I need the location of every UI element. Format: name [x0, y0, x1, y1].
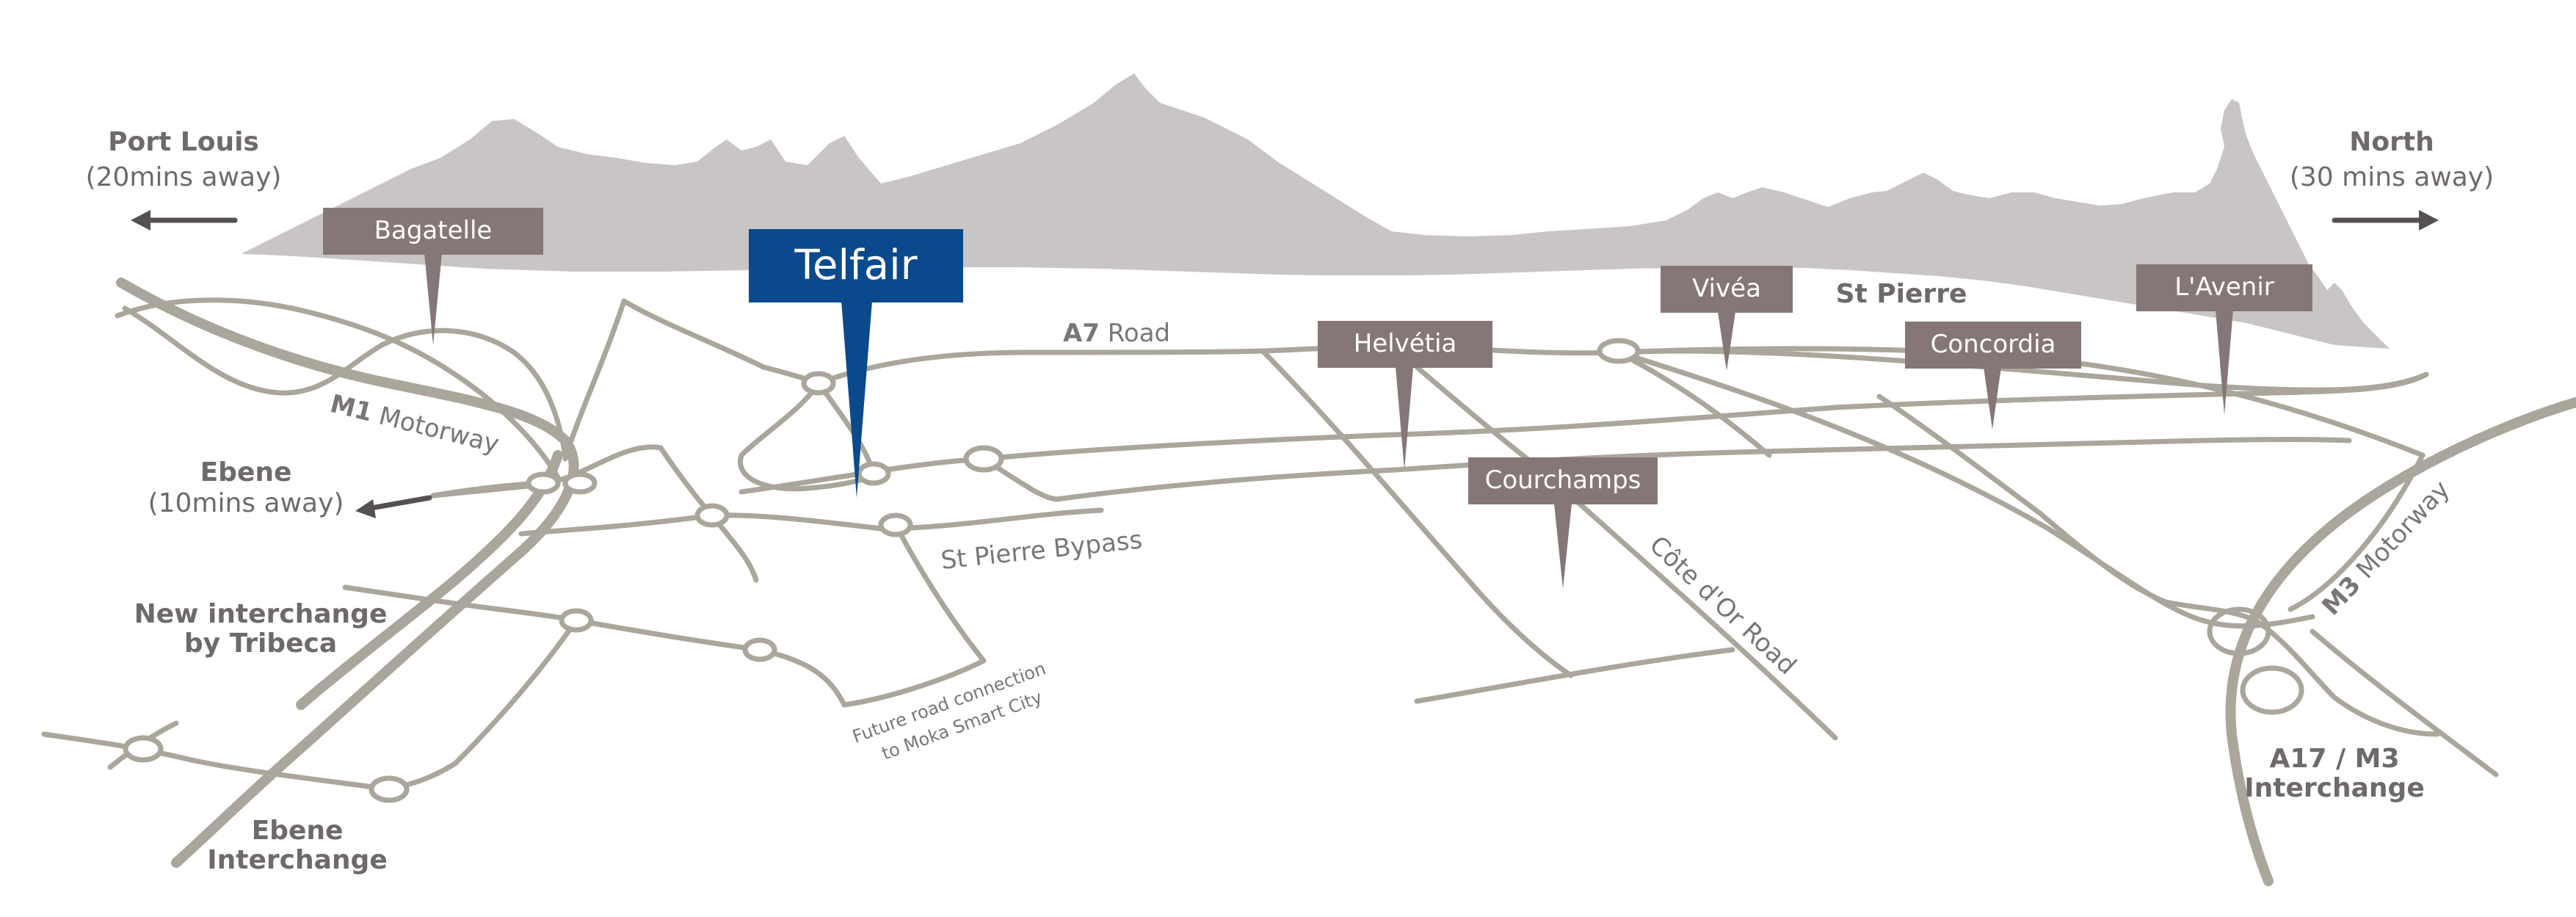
road [518, 507, 1104, 537]
road [1876, 394, 2169, 605]
roundabout [694, 503, 730, 528]
road [2287, 452, 2426, 612]
pin-concordia-label: Concordia [1931, 330, 2056, 359]
ebene-branch-road [296, 450, 563, 710]
road [115, 297, 561, 480]
m3-motorway-road [2225, 397, 2576, 886]
port-louis-time: (20mins away) [86, 162, 282, 192]
road [1260, 348, 1574, 678]
tribeca-interchange-line1: New interchange [134, 599, 388, 629]
m3-motorway-label: M3 Motorway [2316, 475, 2456, 621]
arrow-left-icon [131, 210, 238, 231]
pin-lavenir[interactable]: L'Avenir [2136, 264, 2312, 415]
road [2310, 628, 2499, 778]
a7-road-label: A7 Road [1063, 319, 1170, 348]
st-pierre-bypass-label: St Pierre Bypass [940, 525, 1144, 576]
pin-vivea[interactable]: Vivéa [1661, 266, 1793, 371]
ebene-interchange-line1: Ebene [252, 816, 344, 846]
arrow-right-icon [2332, 210, 2439, 231]
roundabout [526, 471, 561, 495]
pin-helvetia-label: Helvétia [1354, 329, 1457, 358]
roundabout [856, 461, 891, 486]
road [41, 731, 392, 792]
a17-m3-interchange-line1: A17 / M3 [2269, 744, 2399, 774]
north-label: North [2349, 127, 2434, 157]
roundabout [123, 735, 164, 763]
road [1616, 349, 2315, 629]
roundabout [369, 775, 410, 803]
pin-helvetia[interactable]: Helvétia [1318, 321, 1492, 470]
roundabout [2240, 665, 2304, 715]
road [2163, 599, 2440, 737]
roundabout [1597, 338, 1641, 364]
ebene-label: Ebene [200, 457, 292, 488]
pin-bagatelle[interactable]: Bagatelle [323, 208, 543, 345]
ebene-interchange-line2: Interchange [207, 845, 387, 875]
road [342, 584, 579, 623]
pin-vivea-label: Vivéa [1692, 274, 1761, 303]
pin-bagatelle-label: Bagatelle [374, 216, 493, 245]
pin-telfair-label: Telfair [794, 242, 918, 289]
pin-courchamps-label: Courchamps [1485, 465, 1641, 495]
pin-courchamps[interactable]: Courchamps [1468, 457, 1658, 589]
roundabout [801, 371, 836, 396]
road [122, 305, 568, 458]
road [816, 380, 877, 476]
ebene-time: (10mins away) [148, 488, 344, 518]
roundabout [878, 512, 913, 537]
north-time: (30 mins away) [2290, 162, 2494, 192]
mountain-range [242, 73, 2390, 349]
road [562, 298, 821, 462]
road [841, 522, 987, 708]
pin-concordia[interactable]: Concordia [1905, 322, 2081, 429]
roundabout [742, 637, 777, 662]
road [573, 617, 847, 708]
tribeca-interchange-line2: by Tribeca [184, 628, 337, 659]
road [1616, 349, 1772, 458]
road [981, 437, 2352, 502]
a17-m3-interchange-line2: Interchange [2244, 773, 2424, 803]
roundabout [2207, 606, 2271, 656]
pin-telfair[interactable]: Telfair [749, 229, 963, 498]
roundabout [963, 445, 1004, 473]
roundabout [559, 608, 594, 633]
road [386, 617, 579, 792]
road [738, 380, 877, 492]
arrow-left-icon [355, 495, 432, 518]
road [1414, 647, 1735, 704]
roundabout [562, 471, 598, 495]
pin-lavenir-label: L'Avenir [2174, 272, 2274, 302]
st-pierre-label: St Pierre [1836, 279, 1967, 309]
port-louis-label: Port Louis [108, 127, 259, 157]
